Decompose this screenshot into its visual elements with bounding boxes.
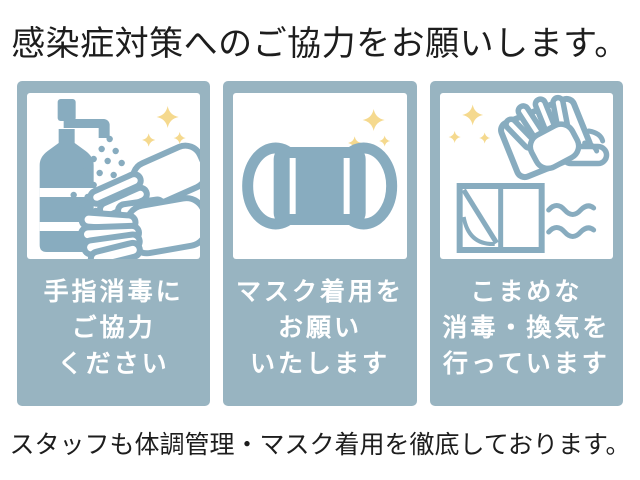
wiping-and-window-ventilation-icon [439,93,613,259]
caption-line: こまめな [470,278,583,306]
rubbing-hands-icon [77,142,201,259]
caption-line: お願い [277,314,362,342]
poster-footer-note: スタッフも体調管理・マスク着用を徹底しております。 [9,432,631,459]
sparkles-icon [348,109,391,150]
panel-mask-wearing: マスク着用を お願い いたします [223,81,417,406]
panel-row: 手指消毒に ご協力 ください [17,81,623,406]
panel-disinfection-ventilation: こまめな 消毒・換気を 行っています [429,81,623,406]
motion-lines-icon [581,128,605,154]
sanitizer-spray-on-hands-icon [27,93,201,259]
caption-line: 行っています [442,350,610,378]
panel-caption: こまめな 消毒・換気を 行っています [440,274,613,382]
face-mask-icon [233,93,407,259]
caption-line: いたします [249,350,390,378]
panel-caption: マスク着用を お願い いたします [233,274,406,382]
panel-hand-sanitizing: 手指消毒に ご協力 ください [17,81,211,406]
panel-caption: 手指消毒に ご協力 ください [27,274,200,382]
caption-line: 手指消毒に [43,278,184,306]
poster-title: 感染症対策へのご協力をお願いします。 [11,26,629,63]
caption-line: ください [57,350,170,378]
sparkles-icon [448,104,490,144]
window-icon [456,183,545,253]
sparkles-icon [142,106,186,147]
caption-line: マスク着用を [235,278,404,306]
mask-body-and-loops-icon [242,142,398,230]
airflow-icon [545,203,596,239]
caption-line: ご協力 [71,314,156,342]
wiping-hand-icon [502,94,609,172]
caption-line: 消毒・換気を [442,314,611,342]
